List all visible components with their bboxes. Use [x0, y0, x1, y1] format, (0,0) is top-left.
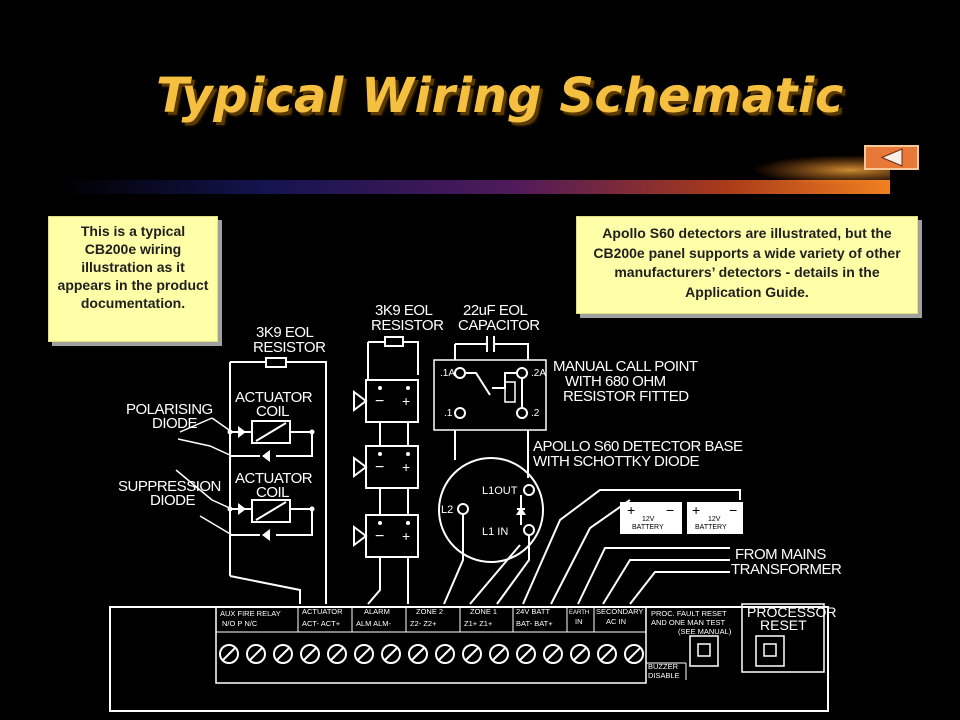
polarising-diode-label: POLARISING [126, 401, 213, 418]
svg-text:CAPACITOR: CAPACITOR [458, 317, 540, 334]
terminal-screws [219, 644, 644, 664]
svg-text:BAT- BAT+: BAT- BAT+ [516, 619, 553, 628]
svg-text:WITH SCHOTTKY DIODE: WITH SCHOTTKY DIODE [533, 453, 700, 470]
buzzer-label: BUZZER [648, 662, 679, 671]
svg-text:WITH 680 OHM: WITH 680 OHM [565, 373, 666, 390]
svg-text:+: + [402, 459, 410, 475]
terminal-header-alarm: ALARM [364, 607, 390, 616]
note-right: Apollo S60 detectors are illustrated, bu… [576, 216, 918, 314]
svg-text:Z1+ Z1+: Z1+ Z1+ [464, 619, 493, 628]
svg-text:BATTERY: BATTERY [632, 524, 664, 531]
svg-text:−: − [375, 393, 384, 410]
slide-title: Typical Wiring Schematic [156, 68, 844, 124]
eol-capacitor-label: 22uF EOL [463, 302, 528, 319]
terminal-header-proc: PROC. FAULT RESET [651, 609, 727, 618]
actuator-circuit: 3K9 EOL RESISTOR ACTUATOR COIL ACTUATOR … [118, 324, 327, 604]
svg-text:AND ONE MAN TEST: AND ONE MAN TEST [651, 618, 725, 627]
svg-text:IN: IN [575, 617, 583, 626]
svg-text:L1 IN: L1 IN [482, 526, 508, 538]
mains-wiring: FROM MAINS TRANSFORMER [577, 546, 843, 605]
battery-1-label: 12V [642, 516, 655, 523]
svg-text:DISABLE: DISABLE [648, 671, 680, 680]
svg-text:.2A: .2A [531, 368, 546, 379]
svg-text:TRANSFORMER: TRANSFORMER [731, 561, 842, 578]
svg-text:−: − [666, 502, 674, 518]
note-left: This is a typical CB200e wiring illustra… [48, 216, 218, 342]
back-button[interactable] [864, 145, 919, 170]
svg-text:BATTERY: BATTERY [695, 524, 727, 531]
svg-text:(SEE MANUAL): (SEE MANUAL) [678, 627, 732, 636]
svg-text:ACT- ACT+: ACT- ACT+ [302, 619, 341, 628]
sounder-circuit: 3K9 EOL RESISTOR − + − + − + [353, 302, 445, 605]
terminal-header-secondary: SECONDARY [596, 607, 643, 616]
call-point-label: MANUAL CALL POINT [553, 358, 698, 375]
svg-text:+: + [402, 393, 410, 409]
terminal-header-batt: 24V BATT [516, 607, 550, 616]
actuator-coil-2-label: ACTUATOR [235, 470, 313, 487]
batteries: + − + − 12V BATTERY 12V BATTERY [522, 489, 743, 605]
terminal-header-aux: AUX FIRE RELAY [220, 609, 281, 618]
terminal-header-zone2: ZONE 2 [416, 607, 443, 616]
decorative-glow-bar [60, 150, 890, 200]
from-mains-label: FROM MAINS [735, 546, 826, 563]
svg-text:RESISTOR FITTED: RESISTOR FITTED [563, 388, 689, 405]
svg-text:RESISTOR: RESISTOR [253, 339, 326, 356]
svg-text:−: − [729, 502, 737, 518]
actuator-coil-1-label: ACTUATOR [235, 389, 313, 406]
svg-text:AC IN: AC IN [606, 617, 626, 626]
svg-text:ALM ALM-: ALM ALM- [356, 619, 392, 628]
suppression-diode-label: SUPPRESSION [118, 478, 221, 495]
svg-text:+: + [627, 502, 635, 518]
eol-resistor-left-label: 3K9 EOL [256, 324, 314, 341]
svg-text:COIL: COIL [256, 403, 289, 420]
terminal-strip [215, 606, 647, 684]
zone-circuit: 22uF EOL CAPACITOR .1A .2A .1 .2 MANUAL … [433, 302, 743, 605]
svg-text:L2: L2 [441, 504, 453, 516]
svg-text:Z2- Z2+: Z2- Z2+ [410, 619, 437, 628]
svg-text:.2: .2 [531, 408, 540, 419]
terminal-header-actuator: ACTUATOR [302, 607, 343, 616]
svg-text:COIL: COIL [256, 484, 289, 501]
svg-text:RESISTOR: RESISTOR [371, 317, 444, 334]
cp-terminal-1a: .1A [440, 368, 455, 379]
battery-2-label: 12V [708, 516, 721, 523]
svg-text:+: + [402, 528, 410, 544]
processor-reset-label: PROCESSOR [747, 604, 836, 620]
svg-text:+: + [692, 502, 700, 518]
terminal-header-earth: EARTH [569, 610, 589, 616]
svg-text:N/O P N/C: N/O P N/C [222, 619, 258, 628]
svg-text:RESET: RESET [760, 617, 807, 633]
svg-text:DIODE: DIODE [150, 492, 196, 509]
terminal-header-zone1: ZONE 1 [470, 607, 497, 616]
svg-text:−: − [375, 459, 384, 476]
svg-text:DIODE: DIODE [152, 415, 198, 432]
processor-reset-box [741, 603, 825, 673]
svg-text:−: − [375, 528, 384, 545]
detector-terminal-l1out: L1OUT [482, 485, 518, 497]
eol-resistor-mid-label: 3K9 EOL [375, 302, 433, 319]
svg-text:.1: .1 [444, 408, 453, 419]
triangle-left-icon [880, 148, 903, 167]
detector-base-label: APOLLO S60 DETECTOR BASE [533, 438, 743, 455]
